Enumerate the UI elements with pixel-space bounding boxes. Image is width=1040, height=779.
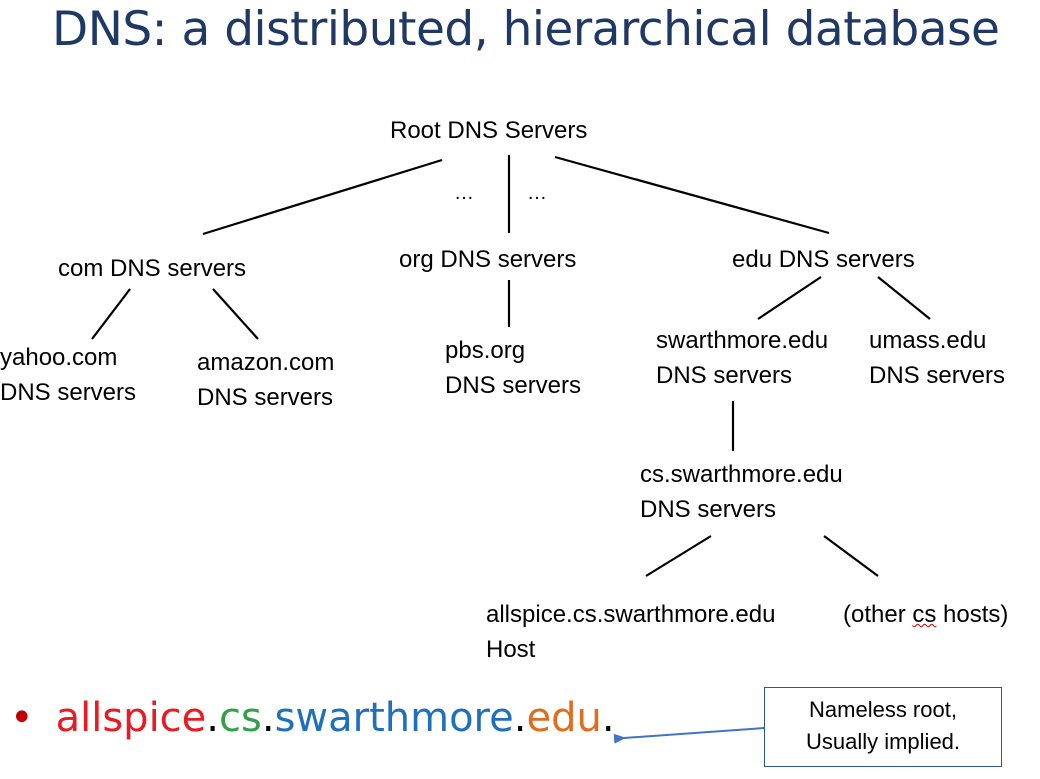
swarthmore-role: DNS servers xyxy=(656,362,793,389)
other-cs-hosts: (other cs hosts) xyxy=(843,597,1008,632)
org-dns-servers: org DNS servers xyxy=(399,246,577,273)
other-cs-underlined: cs xyxy=(912,601,937,628)
root-dns-servers: Root DNS Servers xyxy=(390,117,588,144)
cs-swarthmore-role: DNS servers xyxy=(640,496,777,523)
line-com-yahoo xyxy=(91,288,131,340)
amazon-dns-servers: amazon.com DNS servers xyxy=(197,345,334,415)
amazon-domain: amazon.com xyxy=(197,349,335,376)
line-edu-swarthmore xyxy=(757,276,822,320)
com-dns-servers: com DNS servers xyxy=(58,255,247,282)
cs-swarthmore-domain: cs.swarthmore.edu xyxy=(640,461,843,488)
domain-label-part: . xyxy=(206,695,219,741)
callout-arrow xyxy=(613,727,765,744)
swarthmore-domain: swarthmore.edu xyxy=(656,327,829,354)
umass-role: DNS servers xyxy=(869,362,1006,389)
ellipsis-left: … xyxy=(454,182,475,204)
yahoo-domain: yahoo.com xyxy=(0,344,118,371)
domain-label-part: . xyxy=(601,695,615,741)
yahoo-role: DNS servers xyxy=(0,379,137,406)
line-edu-umass xyxy=(877,276,931,320)
domain-name-bullet: •allspice.cs.swarthmore.edu. xyxy=(10,695,615,741)
line-com-amazon xyxy=(212,288,259,340)
colored-domain-name: allspice.cs.swarthmore.edu. xyxy=(56,695,615,741)
domain-label-part: . xyxy=(261,695,275,741)
domain-label-part: allspice xyxy=(55,695,207,741)
allspice-role: Host xyxy=(486,636,536,663)
allspice-host: allspice.cs.swarthmore.edu Host xyxy=(486,597,775,667)
allspice-domain: allspice.cs.swarthmore.edu xyxy=(486,601,776,628)
umass-dns-servers: umass.edu DNS servers xyxy=(869,323,1005,393)
yahoo-dns-servers: yahoo.com DNS servers xyxy=(0,340,136,410)
bullet-icon: • xyxy=(10,695,34,741)
amazon-role: DNS servers xyxy=(197,384,334,411)
umass-domain: umass.edu xyxy=(869,327,987,354)
domain-label-part: swarthmore xyxy=(274,695,514,741)
domain-label-part: edu xyxy=(526,695,602,741)
cs-swarthmore-dns-servers: cs.swarthmore.edu DNS servers xyxy=(640,457,843,527)
domain-label-part: . xyxy=(513,695,527,741)
other-cs-prefix: (other xyxy=(843,601,913,628)
pbs-dns-servers: pbs.org DNS servers xyxy=(445,333,581,403)
line-cs-allspice xyxy=(645,535,712,577)
callout-line-2: Usually implied. xyxy=(805,729,961,754)
callout-line-1: Nameless root, xyxy=(809,697,957,722)
pbs-domain: pbs.org xyxy=(445,337,526,364)
nameless-root-callout: Nameless root, Usually implied. xyxy=(764,687,1002,767)
pbs-role: DNS servers xyxy=(445,372,582,399)
other-cs-suffix: hosts) xyxy=(936,601,1009,628)
edu-dns-servers: edu DNS servers xyxy=(732,246,915,273)
ellipsis-right: … xyxy=(527,182,548,204)
swarthmore-dns-servers: swarthmore.edu DNS servers xyxy=(656,323,828,393)
line-cs-other xyxy=(823,535,879,577)
line-root-com xyxy=(202,158,443,236)
domain-label-part: cs xyxy=(219,695,262,741)
line-root-edu xyxy=(554,155,830,235)
slide-title: DNS: a distributed, hierarchical databas… xyxy=(52,2,1000,57)
